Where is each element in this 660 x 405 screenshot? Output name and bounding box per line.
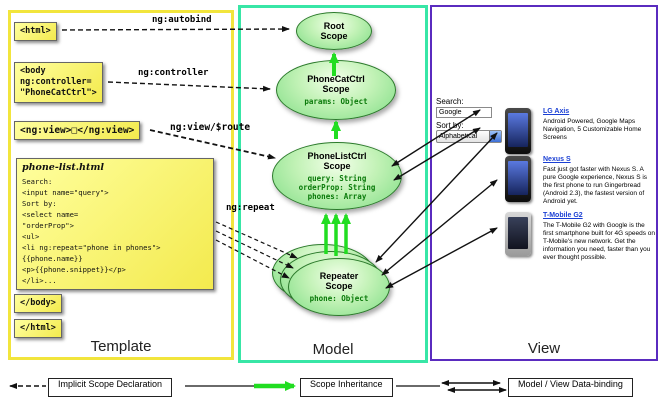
- phone-list-template-box: phone-list.html Search: <input name="que…: [16, 158, 214, 290]
- scope-title: Scope: [320, 31, 348, 41]
- scope-property: query: String: [307, 174, 367, 183]
- scope-property: phones: Array: [307, 192, 367, 201]
- phone-image-lg-axis: [505, 108, 531, 154]
- phone-link-tmobile-g2[interactable]: T-Mobile G2: [543, 212, 583, 219]
- html-open-tag-box: <html>: [14, 22, 57, 41]
- body-open-tag-box: <body ng:controller= "PhoneCatCtrl">: [14, 62, 103, 103]
- scope-title: Scope: [325, 281, 353, 291]
- code-line: "orderProp">: [22, 221, 74, 230]
- code-line: Sort by:: [22, 199, 57, 208]
- repeater-scope-ellipse: Repeater Scope phone: Object: [288, 258, 390, 316]
- code-line: Search:: [22, 177, 53, 186]
- phone-screen: [508, 161, 528, 195]
- view-column-label: View: [527, 340, 561, 357]
- phonecatctrl-scope-ellipse: PhoneCatCtrl Scope params: Object: [276, 60, 396, 120]
- phonelistctrl-scope-ellipse: PhoneListCtrl Scope query: String orderP…: [272, 142, 402, 210]
- sort-select-value: Alphabetical: [439, 133, 478, 140]
- scope-title: PhoneCatCtrl: [307, 74, 365, 84]
- phone-description: Android Powered, Google Maps Navigation,…: [543, 118, 642, 141]
- phone-description: The T-Mobile G2 with Google is the first…: [543, 222, 656, 261]
- ng-view-tag-box: <ng:view>□</ng:view>: [14, 121, 141, 140]
- code-line: <li ng:repeat="phone in phones">: [22, 243, 161, 252]
- body-open-line: <body: [20, 66, 46, 76]
- scope-property: phone: Object: [309, 294, 369, 303]
- code-line: <ul>: [22, 232, 40, 241]
- chevron-down-icon[interactable]: ▾: [489, 131, 501, 142]
- body-open-line: ng:controller=: [20, 77, 92, 87]
- scope-title: Repeater: [319, 271, 359, 281]
- scope-title: Scope: [323, 161, 351, 171]
- root-scope-ellipse: Root Scope: [296, 12, 372, 50]
- phone-link-nexus-s[interactable]: Nexus S: [543, 156, 571, 163]
- legend-model-view-databinding: Model / View Data-binding: [508, 378, 633, 397]
- body-close-tag-box: </body>: [14, 294, 62, 313]
- phone-list-title: phone-list.html: [22, 162, 104, 173]
- phone-link-lg-axis[interactable]: LG Axis: [543, 108, 570, 115]
- body-open-line: "PhoneCatCtrl">: [20, 88, 97, 98]
- phone-image-tmobile-g2: [505, 212, 531, 256]
- scope-title: Root: [323, 21, 345, 31]
- template-column-label: Template: [90, 338, 152, 355]
- search-label: Search:: [436, 97, 464, 106]
- legend-implicit-scope-declaration: Implicit Scope Declaration: [48, 378, 173, 397]
- phone-screen: [508, 113, 528, 147]
- code-line: </li>...: [22, 276, 57, 285]
- legend-scope-inheritance: Scope Inheritance: [300, 378, 393, 397]
- scope-title: Scope: [322, 84, 350, 94]
- phone-description: Fast just got faster with Nexus S. A pur…: [543, 166, 648, 205]
- code-line: <input name="query">: [22, 188, 109, 197]
- ng-autobind-label: ng:autobind: [152, 15, 212, 25]
- sort-by-label: Sort by:: [436, 121, 464, 130]
- scope-title: PhoneListCtrl: [307, 151, 367, 161]
- phone-image-nexus-s: [505, 156, 531, 202]
- code-line: <select name=: [22, 210, 79, 219]
- model-column-label: Model: [312, 341, 354, 358]
- phone-screen: [508, 217, 528, 249]
- ng-controller-label: ng:controller: [138, 68, 209, 78]
- sort-select[interactable]: Alphabetical ▾: [436, 130, 502, 143]
- scope-property: orderProp: String: [298, 183, 376, 192]
- ng-view-route-label: ng:view/$route: [170, 122, 251, 133]
- code-line: <p>{{phone.snippet}}</p>: [22, 265, 126, 274]
- scope-property: params: Object: [304, 97, 368, 106]
- search-input[interactable]: [436, 107, 492, 118]
- html-close-tag-box: </html>: [14, 319, 62, 338]
- code-line: {{phone.name}}: [22, 254, 83, 263]
- ng-repeat-label: ng:repeat: [226, 203, 275, 213]
